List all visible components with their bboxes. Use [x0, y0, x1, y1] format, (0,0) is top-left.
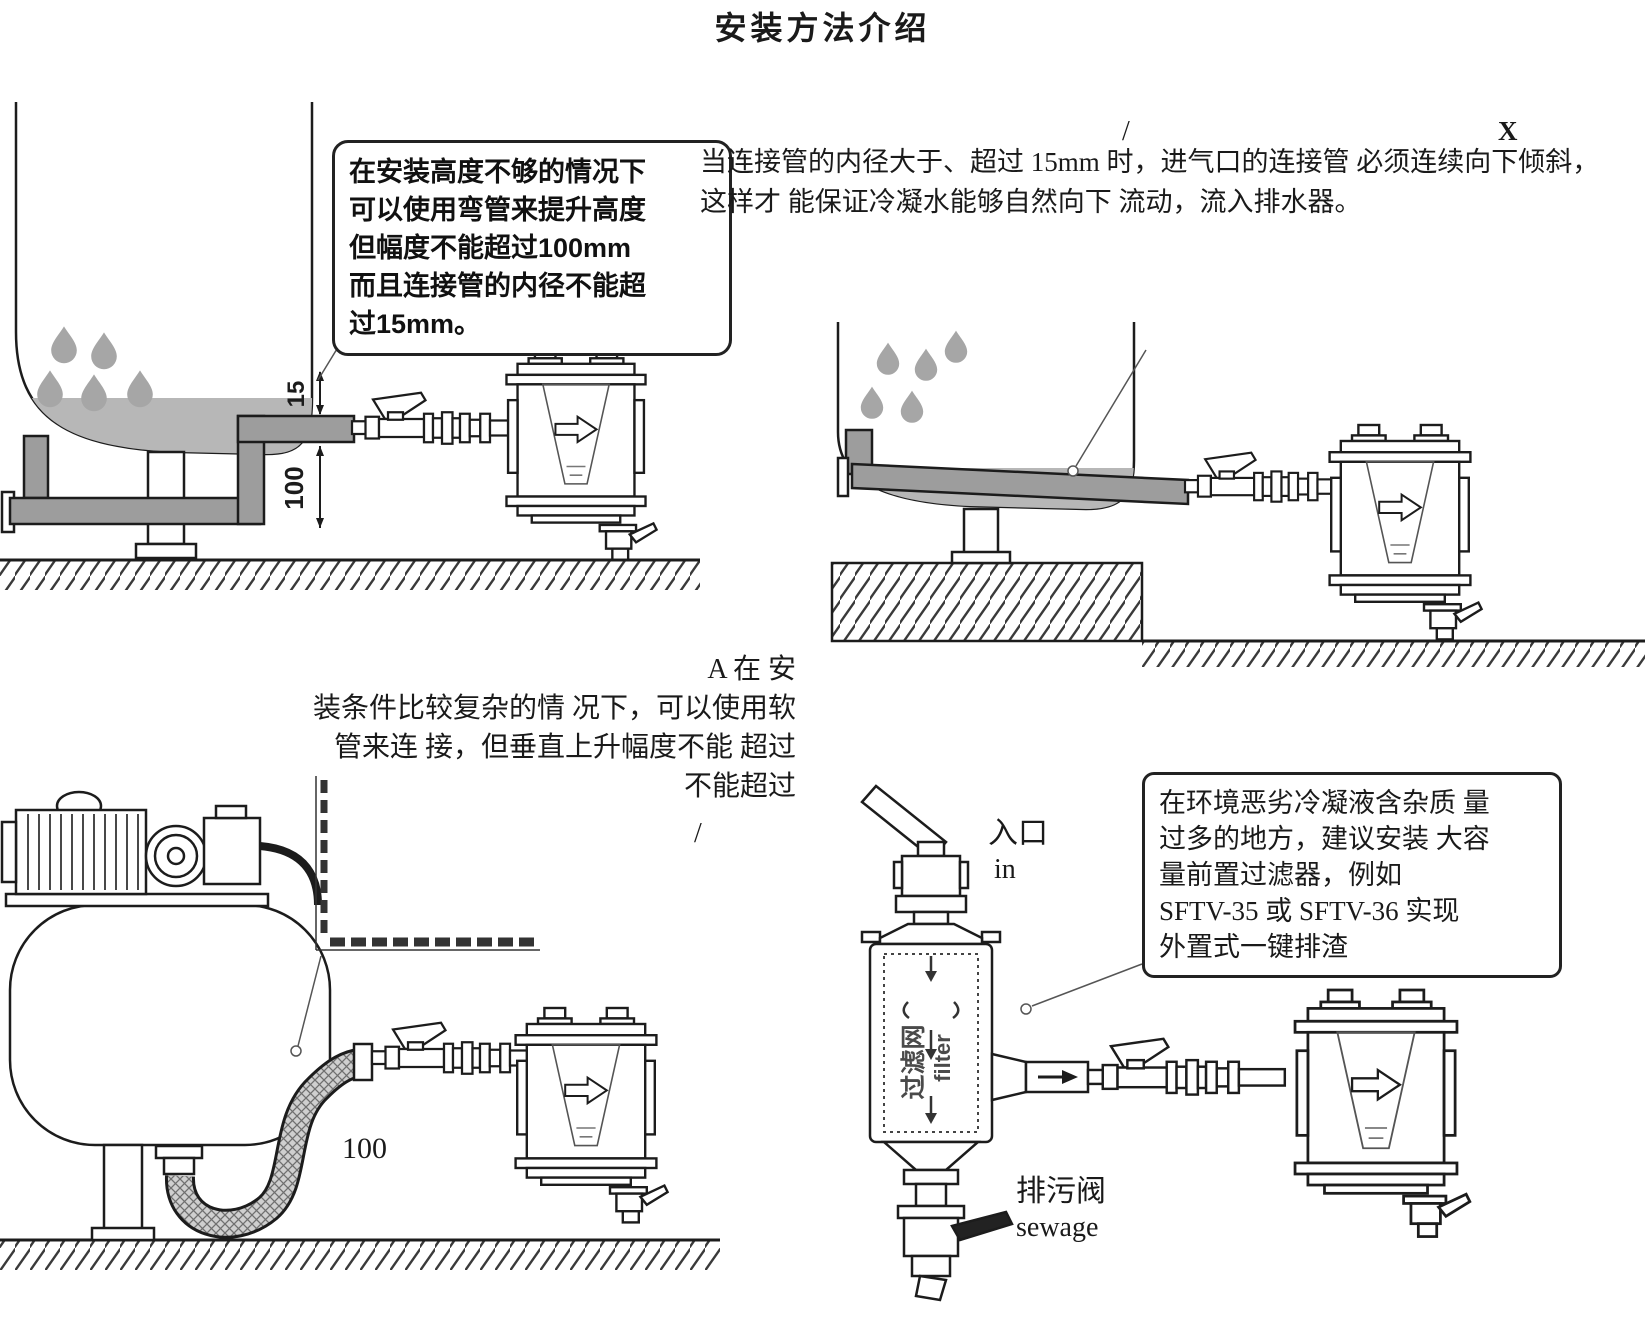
dimension-15: 15: [283, 371, 324, 415]
outlet-flange: [154, 1144, 204, 1160]
sewage-label-en: sewage: [1016, 1212, 1099, 1243]
inlet-label: 入口 in: [988, 816, 1048, 888]
paragraph-line: 这样才 能保证冷凝水能够自然向下 流动，流入排水器。: [700, 187, 1362, 217]
ground: [0, 1238, 720, 1270]
callout-line: 在环境恶劣冷凝液含杂质 量: [1159, 788, 1490, 818]
tank-foot: [90, 1226, 156, 1242]
filter-mesh: [883, 953, 979, 1133]
hose-coupling: [352, 1042, 374, 1082]
dim-100-label: 100: [279, 466, 309, 509]
diagram-sloped-pipe: [830, 322, 1645, 667]
paragraph-line: A 在 安: [707, 654, 796, 685]
diagram-prefilter: 过滤网 filter: [860, 784, 1472, 1302]
callout-line: SFTV-35 或 SFTV-36 实现: [1159, 896, 1460, 926]
callout-line: 过15mm。: [349, 309, 482, 339]
slope-instruction-paragraph: 当连接管的内径大于、超过 15mm 时，进气口的连接管 必须连续向下倾斜， 这样…: [700, 142, 1600, 222]
filter-flow-arrows: [902, 956, 960, 1124]
outlet-pipe: [990, 1052, 1090, 1102]
valve-handle: [950, 1210, 1014, 1242]
paragraph-line: 管来连 接，但垂直上升幅度不能 超过: [333, 732, 796, 763]
platform: [830, 561, 1144, 643]
sewage-label: 排污阀 sewage: [1016, 1174, 1106, 1246]
callout-elbow-note: 在安装高度不够的情况下 可以使用弯管来提升高度 但幅度不能超过100mm 而且连…: [332, 140, 732, 356]
callout-leader: [290, 955, 322, 1057]
dim-15-label: 15: [283, 381, 310, 408]
dimension-100: 100: [279, 446, 324, 528]
auto-drainer: [505, 346, 658, 561]
callout-line: 在安装高度不够的情况下: [349, 157, 646, 187]
auto-drainer: [1328, 423, 1483, 641]
page-title: 安装方法介绍: [714, 10, 931, 46]
callout-line: 而且连接管的内径不能超: [349, 271, 646, 301]
air-tank: [8, 903, 332, 1147]
tank: [14, 102, 314, 560]
callout-line: 但幅度不能超过100mm: [349, 233, 632, 263]
sloped-pipe: [836, 428, 1190, 506]
tank-leg: [962, 507, 1000, 557]
paragraph-line: 不能超过: [683, 771, 796, 802]
discharge-pipe: [259, 842, 322, 906]
tank-foot: [134, 542, 198, 560]
inlet-label-zh: 入口: [988, 817, 1048, 850]
valve-handle: [860, 784, 948, 860]
callout-line: 过多的地方，建议安装 大容: [1159, 824, 1490, 854]
scan-slash-artifact: /: [694, 818, 702, 849]
scan-slash-artifact: /: [1122, 116, 1130, 147]
sewage-ball-valve: [896, 1204, 1014, 1302]
filter-label-zh: 过滤网: [900, 1024, 928, 1099]
inlet-ball-valve: [860, 784, 970, 926]
callout-leader: [1067, 349, 1147, 477]
x-mark: X: [1498, 116, 1518, 146]
sewage-label-zh: 排污阀: [1016, 1175, 1106, 1208]
callout-leader: [1020, 963, 1143, 1015]
ball-valve-assembly: [1086, 1037, 1287, 1096]
callout-prefilter-note: 在环境恶劣冷凝液含杂质 量 过多的地方，建议安装 大容 量前置过滤器，例如 SF…: [1142, 772, 1562, 978]
scan-artifact-garbled-text: [315, 776, 540, 951]
callout-line: 外置式一键排渣: [1159, 932, 1348, 962]
ground: [1142, 639, 1645, 667]
paragraph-line: 装条件比较复杂的情 况下，可以使用软: [312, 693, 796, 724]
diagram-flexible-hose: [0, 776, 720, 1270]
inlet-label-en: in: [994, 854, 1016, 885]
callout-line: 可以使用弯管来提升高度: [349, 195, 646, 225]
callout-line: 量前置过滤器，例如: [1159, 860, 1402, 890]
auto-drainer: [1293, 988, 1472, 1238]
elbow-pipe: [0, 414, 356, 534]
ball-valve-assembly: [350, 391, 534, 445]
auto-drainer: [514, 1006, 669, 1224]
compressor-unit: [0, 790, 332, 1242]
filter-label-en: filter: [930, 1034, 955, 1082]
ground: [0, 558, 700, 590]
paragraph-line: 当连接管的内径大于、超过 15mm 时，进气口的连接管 必须连续向下倾斜，: [700, 147, 1600, 177]
pump-head: [202, 816, 262, 886]
tank: [836, 322, 1136, 565]
diagram-elbow-riser: 15 100: [0, 102, 700, 590]
tank-leg: [102, 1143, 144, 1233]
flow-arrow: [1062, 1070, 1078, 1084]
dim-100-label: 100: [342, 1132, 387, 1165]
hose-instruction-paragraph: A 在 安 装条件比较复杂的情 况下，可以使用软 管来连 接，但垂直上升幅度不能…: [296, 650, 796, 806]
tank-foot: [950, 550, 1012, 565]
